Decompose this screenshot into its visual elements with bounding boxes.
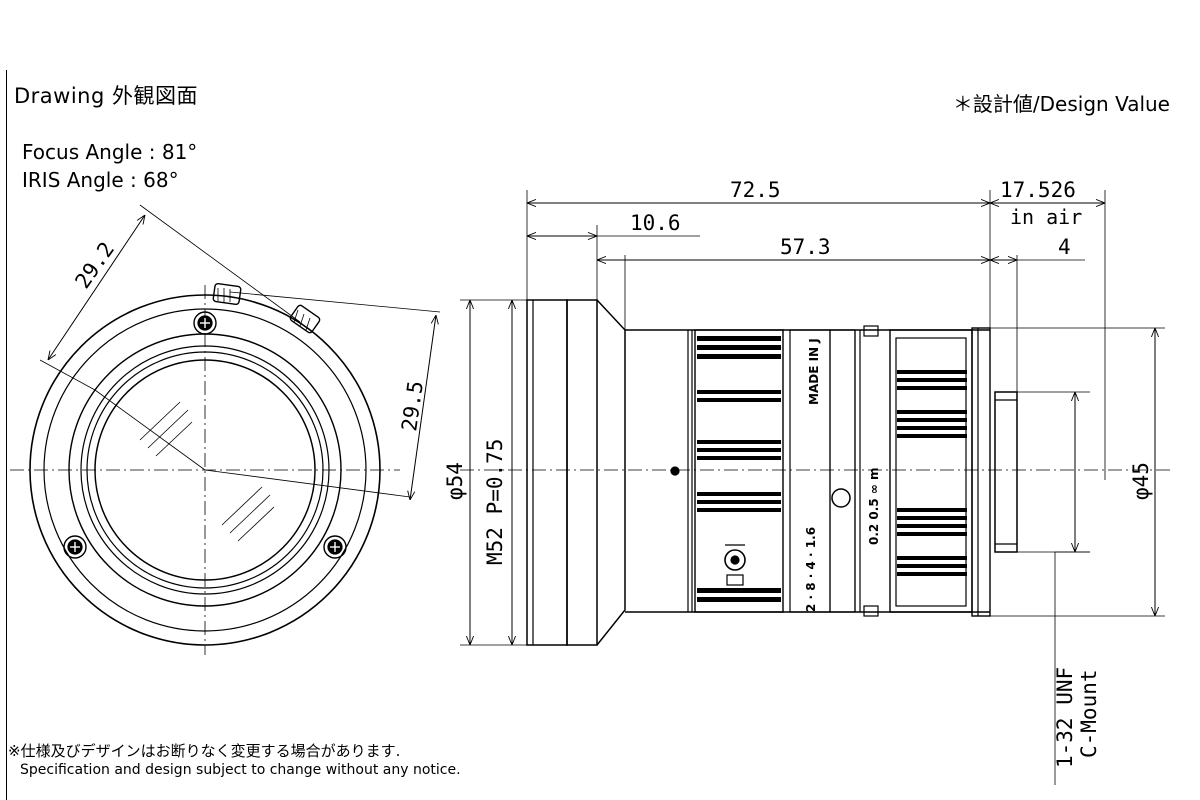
focus-angle-label: Focus Angle : 81° xyxy=(22,140,198,164)
dim-front-diameter: φ54 xyxy=(443,462,467,500)
made-in-marking: MADE IN J xyxy=(807,338,821,405)
focus-scale-marking: 0.2 0.5 ∞ m xyxy=(867,467,881,545)
dim-body-length: 57.3 xyxy=(780,235,831,259)
side-view xyxy=(460,190,1170,785)
dim-29-5: 29.5 xyxy=(397,379,428,432)
dim-flange-back-note: in air xyxy=(1010,205,1082,229)
dim-overall-length: 72.5 xyxy=(730,178,781,202)
focus-ring-grip xyxy=(897,370,967,576)
iris-angle-label: IRIS Angle : 68° xyxy=(22,168,179,192)
dim-mount-depth: 4 xyxy=(1058,235,1071,259)
footnote-japanese: ※仕様及びデザインはお断りなく変更する場合があります. xyxy=(8,742,401,760)
iris-ring-grip xyxy=(697,336,781,602)
footnote-english: Specification and design subject to chan… xyxy=(20,762,461,778)
drawing-title: Drawing 外観図面 xyxy=(14,84,198,108)
mount-type-label: C-Mount xyxy=(1077,669,1101,758)
iris-scale-marking: 2 · 8 · 4 · 1.6 xyxy=(804,527,818,612)
lock-screw-icon xyxy=(724,544,746,586)
design-value-note: ＊設計値/Design Value xyxy=(952,92,1170,116)
lock-knob-icon xyxy=(289,304,321,334)
border-line xyxy=(6,70,7,800)
lock-knob-icon xyxy=(212,282,242,306)
dim-rear-diameter: φ45 xyxy=(1129,462,1153,500)
outer-ring xyxy=(29,294,381,646)
dim-flange-back: 17.526 xyxy=(1000,178,1076,202)
dim-filter-thread: M52 P=0.75 xyxy=(483,439,507,565)
lens-glass xyxy=(94,359,316,581)
screw-icon xyxy=(63,535,87,559)
screw-icon xyxy=(193,311,217,335)
screw-icon xyxy=(323,535,347,559)
mount-thread-label: 1-32 UNF xyxy=(1053,667,1077,768)
dim-front-length: 10.6 xyxy=(630,211,681,235)
front-view xyxy=(10,204,441,655)
